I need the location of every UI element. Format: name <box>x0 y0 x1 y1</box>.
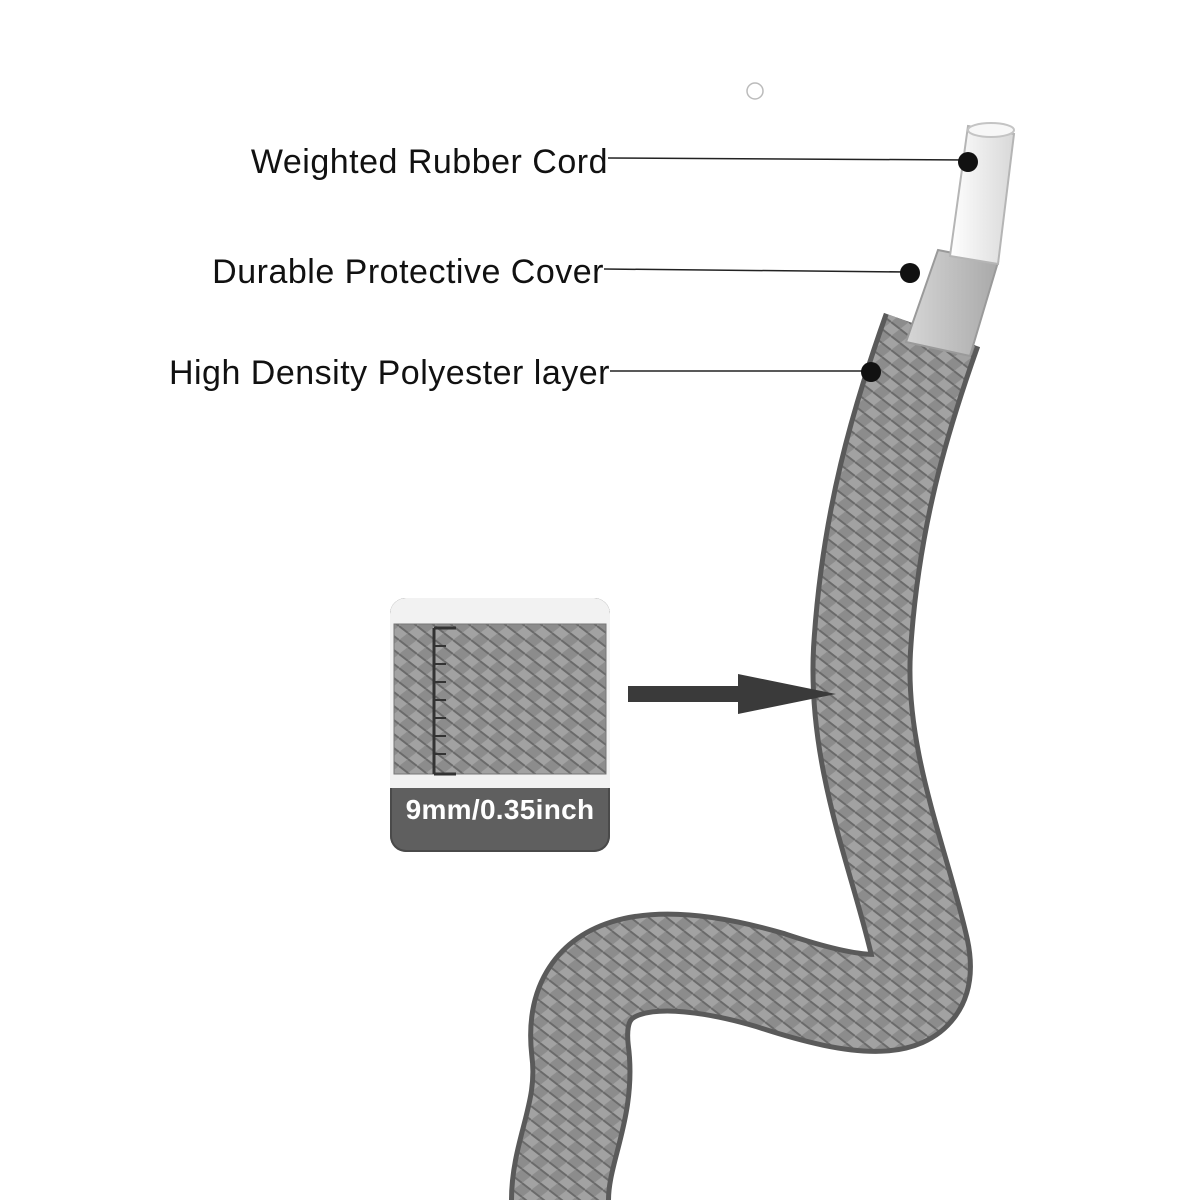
top-marker-circle <box>746 82 764 100</box>
arrow-head <box>738 674 836 714</box>
size-measurement-text: 9mm/0.35inch <box>405 794 595 825</box>
leader-line-cover <box>603 268 909 273</box>
rubber-core <box>948 124 1016 266</box>
rubber-core-tip <box>967 122 1015 138</box>
label-durable-protective-cover: Durable Protective Cover <box>212 253 604 291</box>
label-high-density-polyester-layer: High Density Polyester layer <box>168 354 610 392</box>
leader-dot-cover <box>900 263 920 283</box>
braid-detail-callout: 9mm/0.35inch <box>390 598 610 852</box>
rope-braid <box>514 314 976 1200</box>
protective-cover <box>904 248 1000 358</box>
braid-closeup <box>390 598 610 788</box>
arrow-shaft <box>628 686 740 702</box>
leader-line-rubber <box>607 157 969 161</box>
leader-dot-rubber <box>958 152 978 172</box>
leader-dot-poly <box>861 362 881 382</box>
label-weighted-rubber-cord: Weighted Rubber Cord <box>250 143 608 181</box>
